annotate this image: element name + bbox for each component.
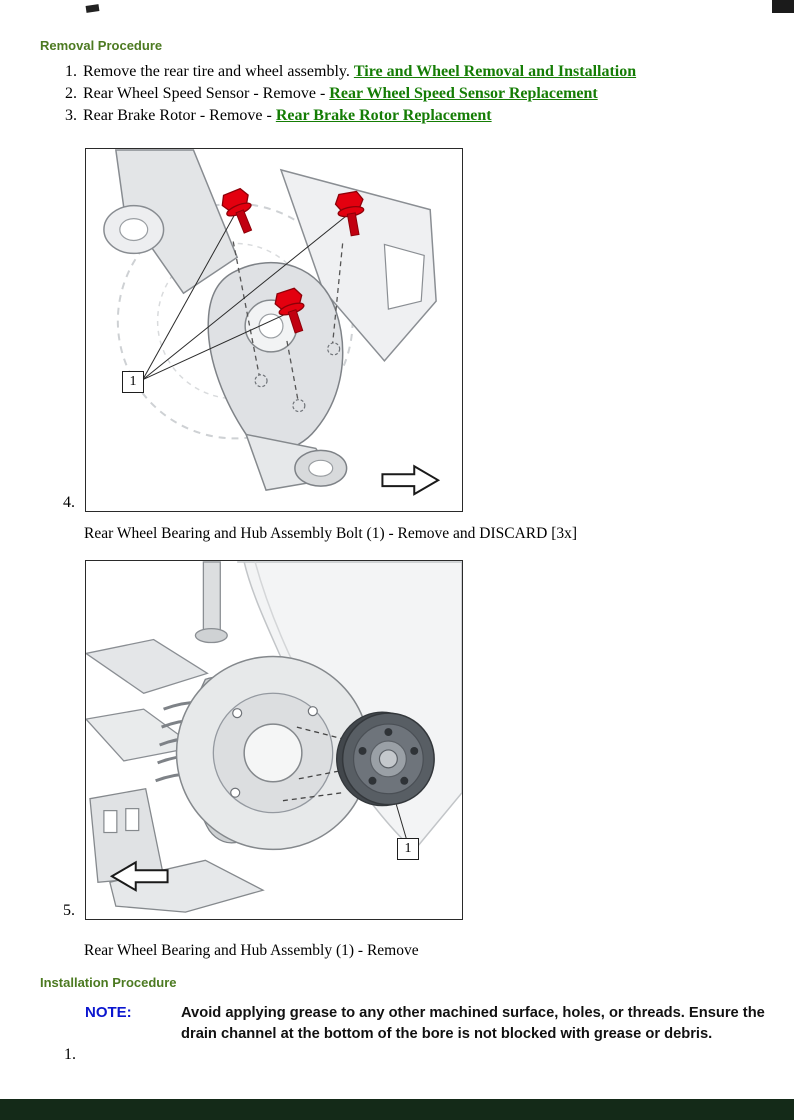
installation-procedure-heading: Installation Procedure [40,975,177,990]
hub-removal-illustration [86,561,462,913]
hub-assembly-part [336,711,435,807]
figure-caption: Rear Wheel Bearing and Hub Assembly Bolt… [84,525,578,542]
figure-hub-bolts: 1 [85,148,463,512]
note-text: Avoid applying grease to any other machi… [181,1005,765,1042]
step-number: 1. [65,63,77,80]
page-corner-mark [772,0,794,13]
footer-bar [0,1099,794,1120]
link-wheel-speed-sensor-replacement[interactable]: Rear Wheel Speed Sensor Replacement [329,85,598,102]
removal-procedure-heading: Removal Procedure [40,38,163,53]
link-brake-rotor-replacement[interactable]: Rear Brake Rotor Replacement [275,107,492,124]
step-text: Remove the rear tire and wheel assembly. [83,63,354,80]
note-label: NOTE: [85,1004,132,1021]
removal-step-1: 1. Remove the rear tire and wheel assembl… [64,63,636,81]
installation-step-1-number: 1. [64,1046,76,1063]
removal-step-2: 2. Rear Wheel Speed Sensor - Remove - Rea… [64,85,598,103]
callout-box: 1 [397,838,419,860]
figure-hub-assembly: 1 [85,560,463,920]
step-number: 3. [65,107,77,124]
step-text: Rear Brake Rotor - Remove - [83,107,276,124]
direction-arrow-right-icon [381,464,441,496]
red-bolt-3 [274,287,305,334]
red-bolt-2 [334,190,365,237]
direction-arrow-left-icon [109,860,169,892]
step-text: Rear Wheel Speed Sensor - Remove - [83,85,330,102]
figure-caption: Rear Wheel Bearing and Hub Assembly (1) … [84,942,419,959]
knuckle-bolts-illustration [103,149,441,496]
step-number-4: 4. [63,494,75,511]
removal-step-3: 3. Rear Brake Rotor - Remove - Rear Brake… [64,107,492,125]
step-number-5: 5. [63,902,75,919]
step-number: 2. [65,85,77,102]
callout-box: 1 [122,371,144,393]
link-tire-and-wheel-removal[interactable]: Tire and Wheel Removal and Installation [353,63,637,80]
red-bolt-1 [221,187,253,234]
page-edge-mark [85,4,100,13]
